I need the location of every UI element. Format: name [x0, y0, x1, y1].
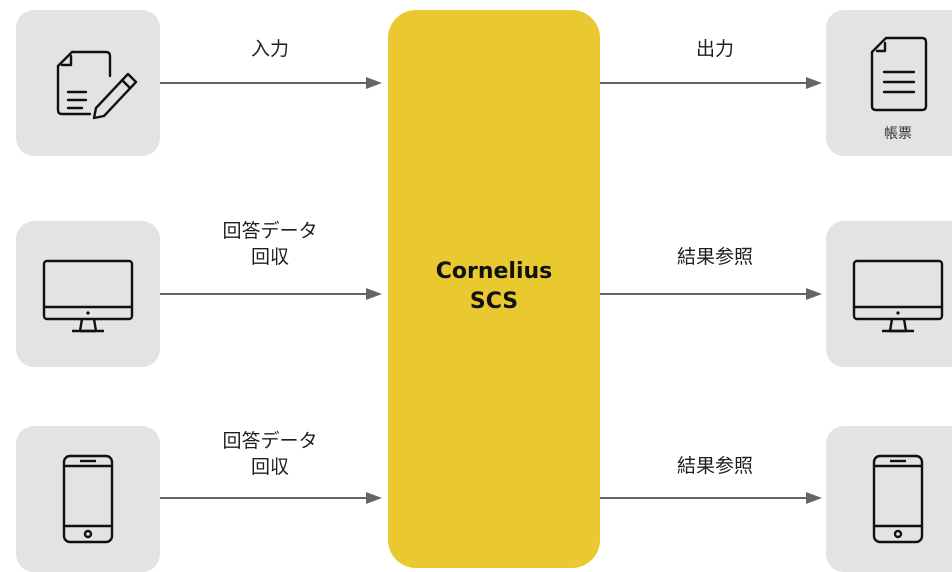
output-label-desktop: 結果参照 [640, 244, 790, 270]
output-label-desktop-line1: 結果参照 [676, 246, 753, 268]
input-node-document [16, 10, 160, 156]
core-system-title: Cornelius SCS [388, 257, 600, 317]
core-title-line2: SCS [469, 289, 519, 314]
input-label-document: 入力 [200, 36, 340, 62]
core-system-box: Cornelius SCS [388, 10, 600, 568]
output-label-document-line1: 出力 [695, 38, 734, 60]
output-label-smartphone: 結果参照 [640, 453, 790, 479]
input-label-smartphone: 回答データ 回収 [190, 428, 350, 480]
desktop-monitor-icon [42, 259, 134, 333]
output-node-desktop [826, 221, 952, 367]
input-node-smartphone [16, 426, 160, 572]
smartphone-icon [62, 454, 114, 544]
core-title-line1: Cornelius [435, 259, 553, 284]
arrow-output-desktop [600, 288, 822, 300]
input-label-desktop-line1: 回答データ [222, 220, 318, 242]
input-node-desktop [16, 221, 160, 367]
document-icon [870, 36, 928, 112]
input-label-document-line1: 入力 [250, 38, 289, 60]
input-label-desktop-line2: 回収 [250, 246, 289, 268]
output-label-document: 出力 [645, 36, 785, 62]
output-node-smartphone [826, 426, 952, 572]
arrow-output-document [600, 77, 822, 89]
arrow-input-desktop [160, 288, 382, 300]
input-label-desktop: 回答データ 回収 [190, 218, 350, 270]
arrow-output-smartphone [600, 492, 822, 504]
arrow-input-smartphone [160, 492, 382, 504]
input-label-smartphone-line2: 回収 [250, 456, 289, 478]
document-edit-icon [56, 50, 138, 120]
smartphone-icon [872, 454, 924, 544]
output-node-document: 帳票 [826, 10, 952, 156]
input-label-smartphone-line1: 回答データ [222, 430, 318, 452]
output-document-caption: 帳票 [884, 126, 912, 142]
arrow-input-document [160, 77, 382, 89]
desktop-monitor-icon [852, 259, 944, 333]
output-label-smartphone-line1: 結果参照 [676, 455, 753, 477]
